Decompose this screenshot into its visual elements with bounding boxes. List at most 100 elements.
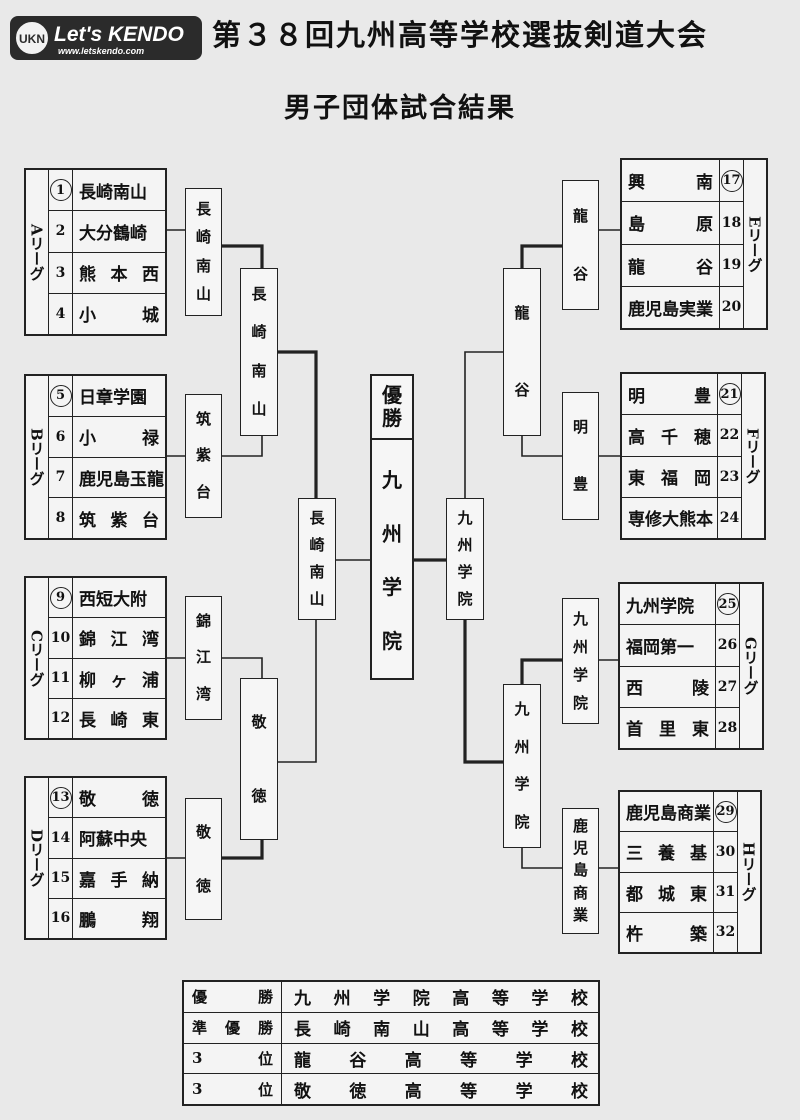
vertical-char: 島	[572, 861, 588, 880]
letskendo-logo[interactable]: UKN Let's KENDO www.letskendo.com	[6, 10, 206, 66]
vertical-char: 商	[572, 883, 588, 902]
team-number: 15	[49, 858, 73, 898]
team-name: 西短大附	[79, 590, 147, 611]
vertical-char: 山	[309, 590, 325, 608]
vertical-char: 院	[382, 628, 402, 653]
bracket-r2-ef: 龍谷	[503, 268, 541, 436]
bracket-r1-c: 錦江湾	[185, 596, 222, 720]
vertical-char: 九	[514, 700, 530, 719]
result-rank: 優勝	[184, 982, 282, 1012]
vertical-char: 江	[195, 648, 211, 667]
vertical-char: 紫	[195, 446, 211, 465]
vertical-char: 龍	[572, 206, 588, 225]
spread-char: 優	[192, 988, 208, 1007]
spread-char: 位	[257, 1049, 273, 1068]
vertical-char: 龍	[514, 304, 530, 322]
team-name: 西陵	[626, 679, 709, 700]
team-name: 首里東	[626, 720, 709, 741]
spread-char: 院	[412, 989, 430, 1010]
spread-char: 学	[531, 989, 549, 1010]
vertical-char: 敬	[195, 822, 211, 841]
spread-char: 準	[192, 1019, 208, 1038]
spread-char: 等	[460, 1081, 478, 1102]
team-name: 敬徳	[79, 790, 159, 811]
vertical-char: 学	[572, 665, 588, 684]
team-name: 長崎東	[79, 710, 159, 731]
spread-char: 勝	[257, 1019, 273, 1038]
league-label: Fリーグ	[741, 374, 764, 538]
champion-label: 優勝	[372, 376, 412, 440]
team-name: 小城	[79, 306, 159, 327]
team-number: 11	[49, 658, 73, 698]
vertical-char: 鹿	[572, 816, 588, 835]
results-row: 優勝 九州学院高等学校	[184, 982, 598, 1013]
team-name: 嘉手納	[79, 870, 159, 891]
page-subtitle: 男子団体試合結果	[284, 93, 516, 124]
vertical-char: 谷	[572, 264, 588, 283]
vertical-char: 山	[195, 285, 211, 304]
bracket-r1-e: 龍谷	[562, 180, 599, 310]
league-label: Bリーグ	[26, 376, 49, 538]
bracket-r2-cd: 敬徳	[240, 678, 278, 840]
team-number: 19	[719, 244, 743, 286]
team-row: 17 興南	[622, 160, 743, 203]
champion-box: 優勝 九州学院	[370, 374, 414, 680]
team-name: 小禄	[79, 429, 159, 450]
team-name: 興南	[628, 173, 713, 194]
vertical-char: 敬	[251, 712, 267, 731]
team-number: 28	[715, 707, 739, 748]
team-name: 鹿児島商業	[626, 804, 711, 825]
line-ef-semi	[464, 351, 503, 498]
team-number: 18	[719, 202, 743, 244]
vertical-char: 児	[572, 839, 588, 858]
vertical-char: 九	[572, 609, 588, 628]
spread-char: 校	[570, 1081, 588, 1102]
spread-char: 州	[333, 989, 351, 1010]
team-number: 10	[49, 618, 73, 658]
vertical-char: 筑	[195, 409, 211, 428]
team-seed-number: 17	[719, 160, 743, 202]
result-school: 長崎南山高等学校	[282, 1013, 598, 1043]
team-number: 22	[717, 415, 741, 456]
logo-badge: UKN	[19, 32, 45, 46]
line-a-r2	[222, 244, 264, 268]
team-number: 12	[49, 698, 73, 738]
spread-char: 3	[192, 1049, 203, 1068]
vertical-char: 院	[514, 812, 530, 831]
spread-char: 徳	[349, 1081, 367, 1102]
spread-char: 山	[412, 1020, 430, 1041]
vertical-char: 徳	[251, 786, 267, 805]
league-label: Gリーグ	[739, 584, 762, 748]
team-name: 福岡第一	[626, 637, 694, 658]
spread-char: 高	[452, 989, 470, 1010]
spread-char: 敬	[294, 1081, 311, 1102]
bracket-r1-h: 鹿児島商業	[562, 808, 599, 934]
line-ab-semi	[278, 350, 318, 498]
champion-name: 九州学院	[372, 440, 412, 678]
team-number: 3	[49, 252, 73, 293]
result-school: 九州学院高等学校	[282, 982, 598, 1012]
bracket-r1-d: 敬徳	[185, 798, 222, 920]
team-name: 鹿児島玉龍	[79, 469, 164, 490]
spread-char: 3	[192, 1080, 203, 1099]
